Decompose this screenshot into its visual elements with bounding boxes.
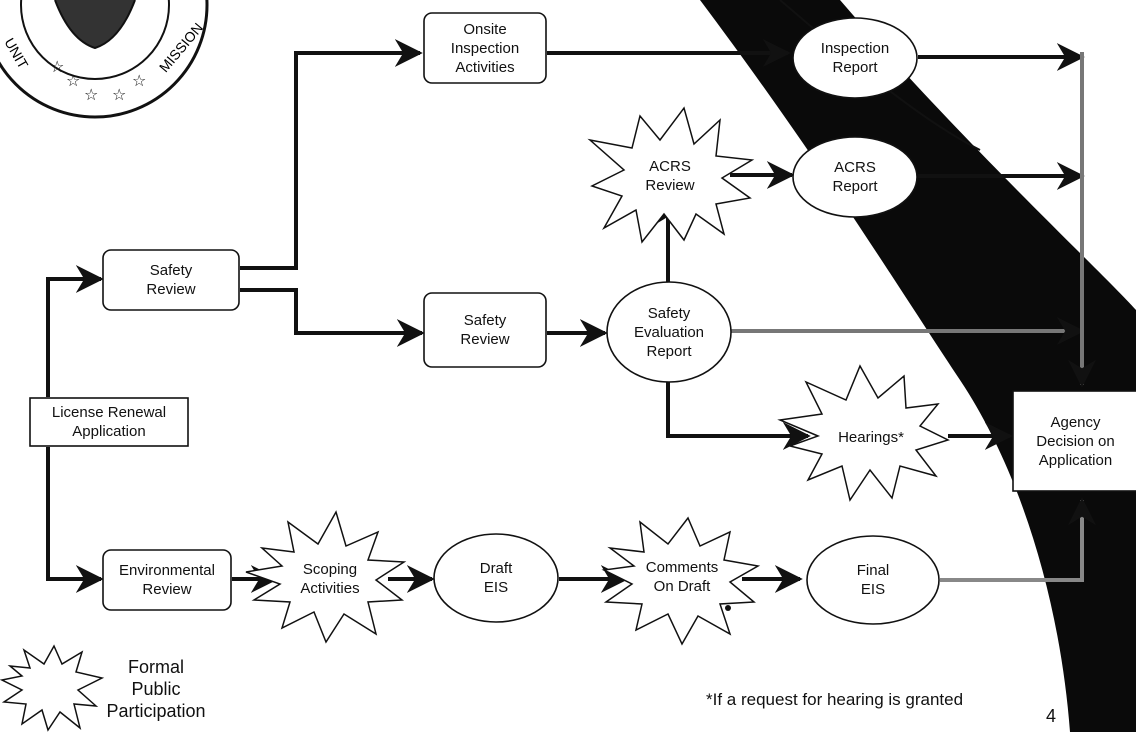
agency-decision-line-3: Application bbox=[1038, 451, 1113, 469]
legend-starburst bbox=[0, 644, 105, 732]
acrs-report-ellipse bbox=[792, 136, 918, 218]
safety-review-2-line-1: Safety bbox=[463, 312, 507, 329]
scoping-line-1: Scoping bbox=[302, 561, 358, 578]
safety-review-2-label: Safety Review bbox=[424, 293, 546, 367]
decorative-dark-band bbox=[700, 0, 1136, 732]
environmental-review-label: Environmental Review bbox=[103, 550, 231, 610]
hearings-line-1: Hearings* bbox=[838, 428, 904, 446]
safety-review-box-2 bbox=[423, 292, 547, 368]
safety-review-1-line-1: Safety bbox=[149, 262, 193, 279]
license-renewal-line-1: License Renewal bbox=[51, 404, 167, 421]
onsite-inspection-line-3: Activities bbox=[455, 58, 515, 76]
acrs-report-line-2: Report bbox=[832, 178, 878, 195]
onsite-inspection-line-1: Onsite bbox=[463, 20, 507, 38]
scoping-activities-starburst bbox=[245, 510, 407, 644]
safety-review-2-line-2: Review bbox=[460, 331, 510, 348]
nrc-seal-fragment: ☆☆☆☆☆ UNIT MISSION bbox=[0, 0, 209, 119]
acrs-review-starburst bbox=[587, 106, 755, 244]
acrs-report-line-1: ACRS bbox=[834, 159, 876, 176]
agency-decision-label: Agency Decision on Application bbox=[1013, 391, 1136, 491]
draft-eis-ellipse bbox=[433, 533, 559, 623]
hearings-starburst bbox=[777, 364, 950, 502]
safety-review-1-line-2: Review bbox=[146, 281, 196, 298]
scoping-line-2: Activities bbox=[300, 580, 360, 597]
seal-text-left: UNIT bbox=[1, 35, 31, 72]
final-eis-label: Final EIS bbox=[807, 552, 939, 608]
comments-on-draft-label: Comments On Draft bbox=[630, 554, 734, 600]
agency-decision-line-1: Agency bbox=[1050, 413, 1101, 431]
page-number: 4 bbox=[1046, 706, 1057, 726]
ser-line-2: Evaluation bbox=[633, 323, 705, 341]
inspection-report-label: Inspection Report bbox=[793, 28, 917, 88]
draft-eis-line-2: EIS bbox=[483, 579, 509, 596]
footnote: *If a request for hearing is granted bbox=[706, 690, 964, 709]
agency-decision-line-2: Decision on bbox=[1036, 432, 1115, 450]
comments-on-draft-starburst bbox=[601, 516, 761, 646]
svg-text:☆: ☆ bbox=[50, 57, 64, 76]
comments-line-1: Comments bbox=[645, 559, 719, 576]
svg-text:☆: ☆ bbox=[66, 71, 80, 90]
license-renewal-label: License Renewal Application bbox=[30, 398, 188, 446]
final-eis-ellipse bbox=[806, 535, 940, 625]
svg-text:☆: ☆ bbox=[112, 85, 126, 104]
legend-line-2: Public bbox=[131, 679, 181, 699]
license-renewal-line-2: Application bbox=[72, 423, 146, 440]
svg-text:☆: ☆ bbox=[84, 85, 98, 104]
legend-line-3: Participation bbox=[106, 701, 206, 721]
hearings-label: Hearings* bbox=[812, 424, 930, 450]
onsite-inspection-box bbox=[423, 12, 547, 84]
final-eis-line-2: EIS bbox=[860, 581, 886, 598]
onsite-inspection-label: Onsite Inspection Activities bbox=[424, 13, 546, 83]
inspection-report-line-2: Report bbox=[832, 59, 878, 76]
ser-line-1: Safety bbox=[647, 304, 691, 322]
svg-text:☆: ☆ bbox=[132, 71, 146, 90]
acrs-review-line-2: Review bbox=[645, 177, 695, 194]
environmental-review-line-1: Environmental bbox=[119, 562, 215, 579]
legend-label: Formal Public Participation bbox=[92, 656, 220, 722]
environmental-review-line-2: Review bbox=[142, 581, 192, 598]
agency-decision-box bbox=[1012, 390, 1136, 492]
safety-evaluation-report-ellipse bbox=[606, 281, 732, 383]
draft-eis-label: Draft EIS bbox=[434, 550, 558, 606]
comments-line-2: On Draft bbox=[653, 578, 711, 595]
license-renewal-box bbox=[29, 397, 189, 447]
acrs-review-label: ACRS Review bbox=[620, 148, 720, 204]
ser-line-3: Report bbox=[646, 342, 692, 360]
inspection-report-ellipse bbox=[792, 17, 918, 99]
onsite-inspection-line-2: Inspection bbox=[450, 39, 520, 57]
legend-line-1: Formal bbox=[127, 657, 184, 677]
draft-eis-line-1: Draft bbox=[479, 560, 513, 577]
safety-evaluation-report-label: Safety Evaluation Report bbox=[607, 292, 731, 372]
acrs-report-label: ACRS Report bbox=[793, 147, 917, 207]
safety-review-box-1 bbox=[102, 249, 240, 311]
final-eis-line-1: Final bbox=[856, 562, 890, 579]
scoping-activities-label: Scoping Activities bbox=[282, 556, 378, 602]
environmental-review-box bbox=[102, 549, 232, 611]
inspection-report-line-1: Inspection bbox=[820, 40, 890, 57]
safety-review-1-label: Safety Review bbox=[103, 250, 239, 310]
acrs-review-line-1: ACRS bbox=[649, 158, 691, 175]
